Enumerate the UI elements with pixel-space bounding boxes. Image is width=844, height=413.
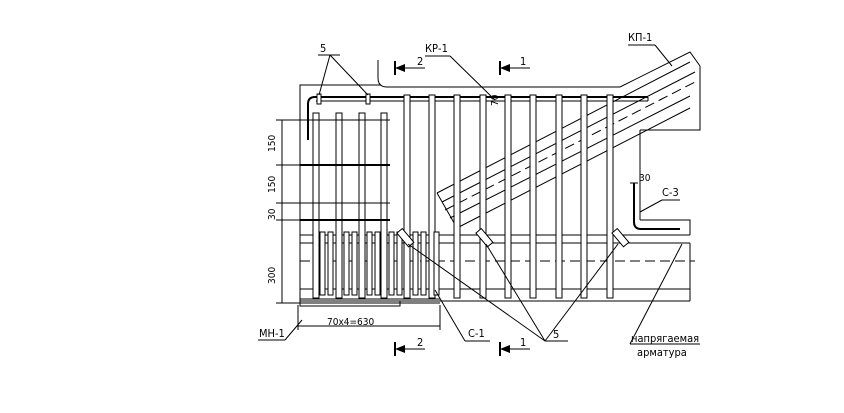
stirrup (606, 94, 614, 299)
stirrup (453, 94, 461, 299)
section-2-bottom: 2 (417, 336, 423, 349)
stirrup (358, 112, 366, 299)
pitch-dimension: 70х4=630 (297, 305, 441, 330)
dim-30b: 30 (639, 173, 651, 184)
label-c3: С-3 (662, 186, 679, 199)
label-kr1: КР-1 (425, 42, 448, 55)
label-mn1: МН-1 (259, 327, 285, 340)
stirrup (479, 94, 487, 299)
vertical-stirrups (312, 94, 614, 299)
cage-c1 (319, 231, 440, 296)
mesh-mn1 (300, 119, 440, 304)
hook-c3 (633, 183, 680, 230)
label-tendon-2: арматура (637, 346, 687, 359)
section-2-top: 2 (417, 55, 423, 68)
stirrup (428, 94, 436, 299)
dim-150a: 150 (267, 135, 278, 152)
dim-pitch: 70х4=630 (327, 317, 374, 328)
stirrup (555, 94, 563, 299)
stirrup (335, 112, 343, 299)
stirrup (529, 94, 537, 299)
left-dimensions: 150 150 30 300 (267, 119, 310, 304)
stirrup (580, 94, 588, 299)
dim-300: 300 (267, 267, 278, 284)
dim-150b: 150 (267, 176, 278, 193)
dim-70: 70 (490, 94, 501, 106)
spacer-clips (396, 227, 630, 248)
section-1-top: 1 (520, 55, 526, 68)
label-5-top: 5 (320, 42, 326, 55)
stirrup (504, 94, 512, 299)
section-1-bottom: 1 (520, 336, 526, 349)
stirrup (403, 94, 411, 299)
stirrup (380, 112, 388, 299)
stirrup (312, 112, 320, 299)
label-kp1: КП-1 (628, 31, 652, 44)
label-5-bottom: 5 (553, 328, 559, 341)
label-c1: С-1 (468, 327, 485, 340)
section-markers: 2 1 2 1 (394, 55, 530, 356)
label-tendon-1: напрягаемая (631, 332, 699, 345)
callouts: 5 КР-1 КП-1 С-3 МН-1 С-1 5 напрягаемая а… (258, 31, 700, 359)
dim-30: 30 (267, 208, 278, 220)
dim-30b-group: 30 (630, 173, 651, 184)
dim-70-group: 70 (490, 94, 501, 106)
